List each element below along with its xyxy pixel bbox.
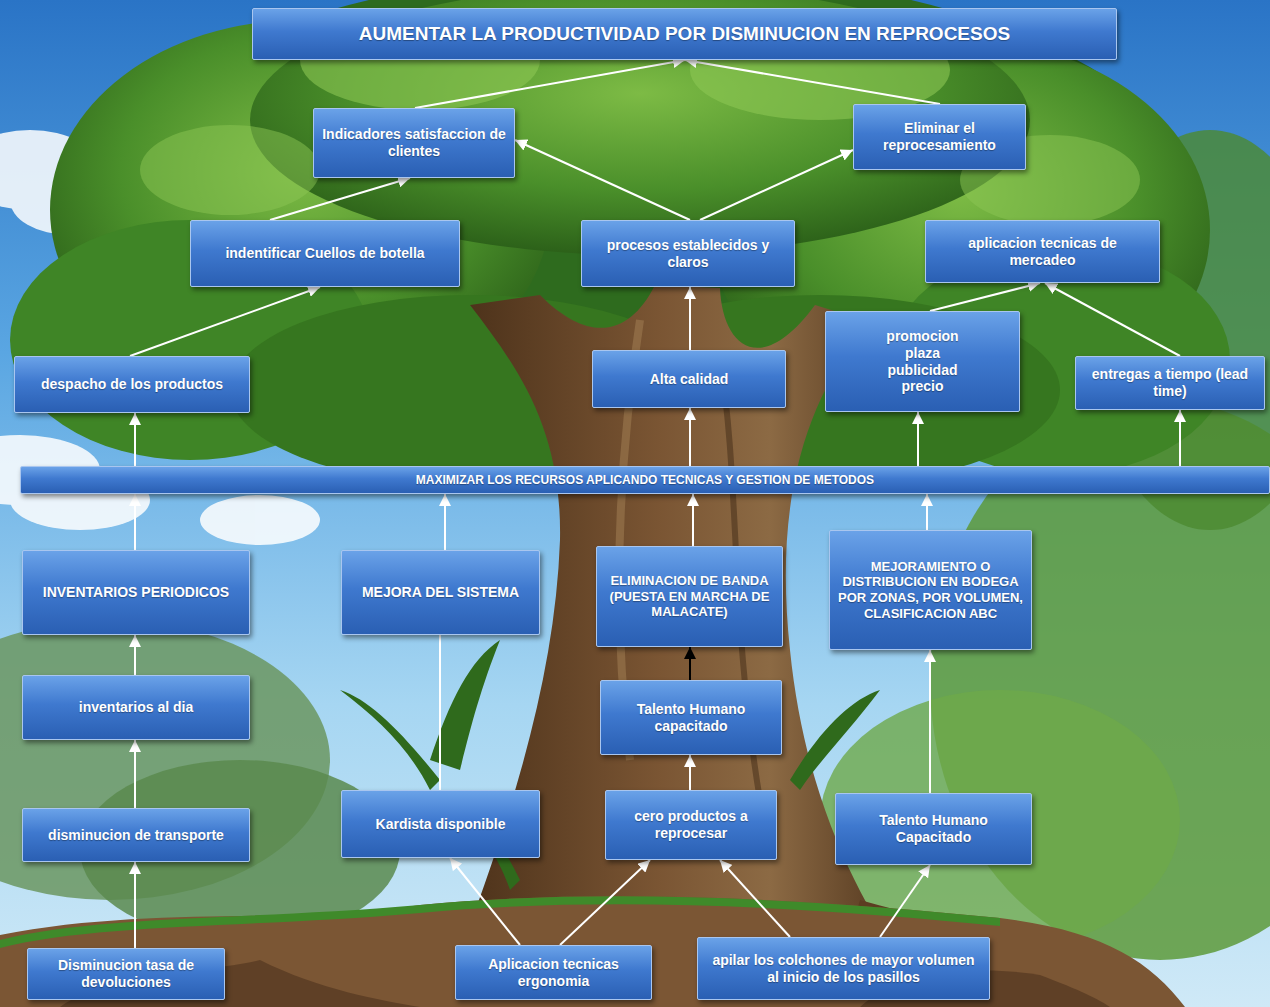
connector-arrow bbox=[439, 635, 441, 790]
connector-arrow bbox=[134, 635, 136, 675]
process-box: Eliminar el reprocesamiento bbox=[853, 104, 1026, 170]
connector-arrow bbox=[929, 650, 931, 793]
process-box: aplicacion tecnicas de mercadeo bbox=[925, 220, 1160, 283]
process-box: inventarios al dia bbox=[22, 675, 250, 740]
box-label: indentificar Cuellos de botella bbox=[225, 245, 424, 262]
root-box: apilar los colchones de mayor volumen al… bbox=[697, 937, 990, 1000]
connector-arrow bbox=[685, 60, 940, 104]
process-box: cero productos a reprocesar bbox=[605, 790, 777, 860]
box-label: cero productos a reprocesar bbox=[614, 808, 768, 842]
box-label: Kardista disponible bbox=[376, 816, 506, 833]
process-box: disminucion de transporte bbox=[22, 808, 250, 862]
connector-arrow bbox=[450, 858, 520, 945]
fern bbox=[340, 690, 440, 790]
box-label: despacho de los productos bbox=[41, 376, 223, 393]
box-label: entregas a tiempo (lead time) bbox=[1084, 366, 1256, 400]
goal-box: AUMENTAR LA PRODUCTIVIDAD POR DISMINUCIO… bbox=[252, 8, 1117, 60]
connector-arrow bbox=[444, 494, 446, 550]
fern bbox=[430, 640, 500, 770]
box-label: INVENTARIOS PERIODICOS bbox=[43, 584, 229, 601]
connector-arrow bbox=[926, 494, 928, 530]
connector-arrow bbox=[689, 647, 691, 680]
box-label: procesos establecidos y claros bbox=[590, 237, 786, 271]
connector-arrow bbox=[880, 865, 930, 937]
process-box: ELIMINACION DE BANDA (PUESTA EN MARCHA D… bbox=[596, 546, 783, 647]
box-label: MAXIMIZAR LOS RECURSOS APLICANDO TECNICA… bbox=[416, 473, 874, 487]
box-label: apilar los colchones de mayor volumen al… bbox=[706, 952, 981, 986]
box-label: Talento Humano capacitado bbox=[609, 701, 773, 735]
ground bbox=[0, 896, 1185, 1007]
process-box: Indicadores satisfaccion de clientes bbox=[313, 108, 515, 178]
connector-arrow bbox=[270, 178, 410, 220]
box-label: Aplicacion tecnicas ergonomia bbox=[464, 956, 643, 990]
root-box: Disminucion tasa de devoluciones bbox=[27, 948, 225, 1000]
tree-canopy bbox=[140, 125, 320, 215]
connector-arrow bbox=[415, 60, 685, 108]
box-label: Alta calidad bbox=[650, 371, 729, 388]
fern bbox=[340, 640, 880, 890]
box-label: MEJORA DEL SISTEMA bbox=[362, 584, 519, 601]
box-label: Indicadores satisfaccion de clientes bbox=[322, 126, 506, 160]
connector-arrow bbox=[689, 287, 691, 350]
box-label: disminucion de transporte bbox=[48, 827, 224, 844]
box-label: ELIMINACION DE BANDA (PUESTA EN MARCHA D… bbox=[605, 573, 774, 620]
root-box: Aplicacion tecnicas ergonomia bbox=[455, 945, 652, 1000]
connector-arrow bbox=[917, 412, 919, 466]
connector-arrow bbox=[1179, 410, 1181, 466]
connector-arrow bbox=[930, 283, 1040, 311]
process-box: INVENTARIOS PERIODICOS bbox=[22, 550, 250, 635]
connector-arrow bbox=[134, 413, 136, 466]
process-box: despacho de los productos bbox=[14, 356, 250, 413]
connector-arrow bbox=[700, 150, 853, 220]
cloud bbox=[200, 495, 320, 545]
tree-canopy bbox=[250, 0, 1030, 255]
box-label: aplicacion tecnicas de mercadeo bbox=[934, 235, 1151, 269]
band-box: MAXIMIZAR LOS RECURSOS APLICANDO TECNICA… bbox=[20, 466, 1270, 494]
process-box: MEJORA DEL SISTEMA bbox=[341, 550, 540, 635]
box-label: promocion plaza publicidad precio bbox=[877, 328, 969, 395]
process-box: indentificar Cuellos de botella bbox=[190, 220, 460, 287]
connector-arrow bbox=[1045, 283, 1180, 356]
connector-arrow bbox=[720, 860, 790, 937]
process-box: Talento Humano capacitado bbox=[600, 680, 782, 755]
connector-arrow bbox=[689, 755, 691, 790]
ground bbox=[0, 896, 1185, 1007]
connector-arrow bbox=[515, 140, 690, 220]
process-box: promocion plaza publicidad precio bbox=[825, 311, 1020, 412]
process-box: procesos establecidos y claros bbox=[581, 220, 795, 287]
box-label: AUMENTAR LA PRODUCTIVIDAD POR DISMINUCIO… bbox=[359, 23, 1010, 46]
connector-arrow bbox=[130, 287, 320, 356]
connector-arrow bbox=[689, 408, 691, 466]
connector-arrow bbox=[692, 494, 694, 546]
box-label: Talento Humano Capacitado bbox=[844, 812, 1023, 846]
box-label: Disminucion tasa de devoluciones bbox=[36, 957, 216, 991]
connector-arrow bbox=[134, 740, 136, 808]
connector-arrow bbox=[560, 860, 650, 945]
process-box: MEJORAMIENTO O DISTRIBUCION EN BODEGA PO… bbox=[829, 530, 1032, 650]
connector-arrow bbox=[134, 494, 136, 550]
connector-arrow bbox=[134, 862, 136, 948]
box-label: MEJORAMIENTO O DISTRIBUCION EN BODEGA PO… bbox=[838, 559, 1023, 621]
process-box: Kardista disponible bbox=[341, 790, 540, 858]
fern bbox=[790, 690, 880, 790]
box-label: Eliminar el reprocesamiento bbox=[862, 120, 1017, 154]
box-label: inventarios al dia bbox=[79, 699, 193, 716]
process-box: Alta calidad bbox=[592, 350, 786, 408]
process-box: entregas a tiempo (lead time) bbox=[1075, 356, 1265, 410]
process-box: Talento Humano Capacitado bbox=[835, 793, 1032, 865]
